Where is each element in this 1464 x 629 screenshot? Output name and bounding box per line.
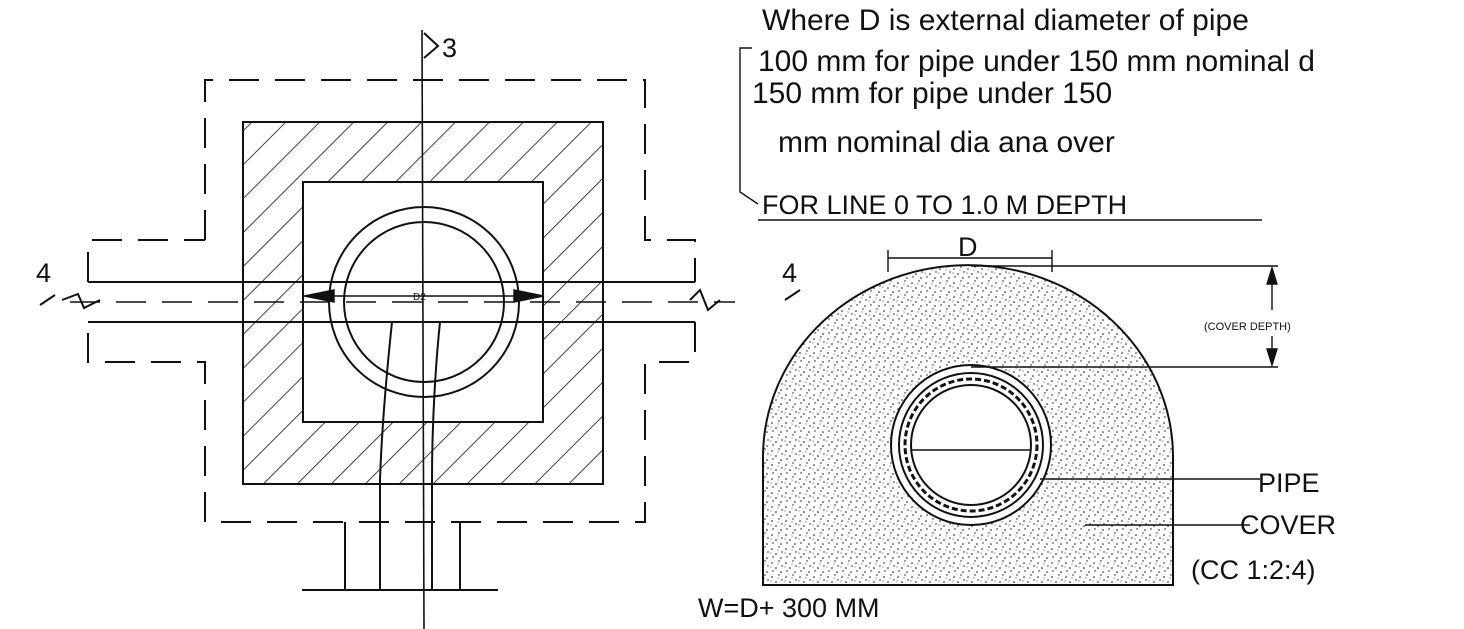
mix-label: (CC 1:2:4): [1191, 555, 1316, 585]
plan-view: [39, 29, 735, 629]
section-mark-top: 3: [442, 33, 457, 63]
section-tick-4-right: [784, 289, 801, 301]
top-dimension: [887, 250, 1053, 272]
note-line-2: 100 mm for pipe under 150 mm nominal d: [758, 45, 1315, 78]
section-arrow-3: [423, 32, 440, 59]
pipe-wall-2: [903, 377, 1039, 513]
centre-line-vertical: [421, 29, 425, 629]
section-mark-left: 4: [36, 258, 51, 288]
arrowhead-left: [303, 289, 335, 303]
arrowhead-right: [513, 289, 545, 303]
pipe-bore: [910, 384, 1032, 506]
note-line-4: mm nominal dia ana over: [778, 126, 1115, 159]
pipe-label: PIPE: [1258, 468, 1320, 498]
pipe-wall-1: [898, 372, 1044, 518]
cover-depth-label: (COVER DEPTH): [1204, 321, 1291, 333]
cover-label: COVER: [1240, 510, 1336, 540]
outer-dashed-outline: [87, 79, 696, 523]
section-mark-right: 4: [782, 258, 797, 288]
cover-depth-dimension: [971, 265, 1278, 368]
section-tick-4-left: [39, 294, 56, 306]
note-line-3: 150 mm for pipe under 150: [752, 77, 1112, 110]
section-dim-label: D: [958, 232, 978, 262]
plan-dim-label: D2: [413, 292, 426, 303]
break-mark-right: [689, 288, 721, 312]
break-mark-left: [61, 292, 101, 310]
note-line-1: Where D is external diameter of pipe: [762, 4, 1249, 37]
notes-bracket: [739, 47, 1262, 221]
cross-section: [762, 250, 1278, 586]
plan-dimension: [303, 289, 545, 303]
width-formula: W=D+ 300 MM: [698, 593, 880, 623]
notes-heading: FOR LINE 0 TO 1.0 M DEPTH: [762, 190, 1127, 220]
inlet-branch: [303, 321, 543, 590]
